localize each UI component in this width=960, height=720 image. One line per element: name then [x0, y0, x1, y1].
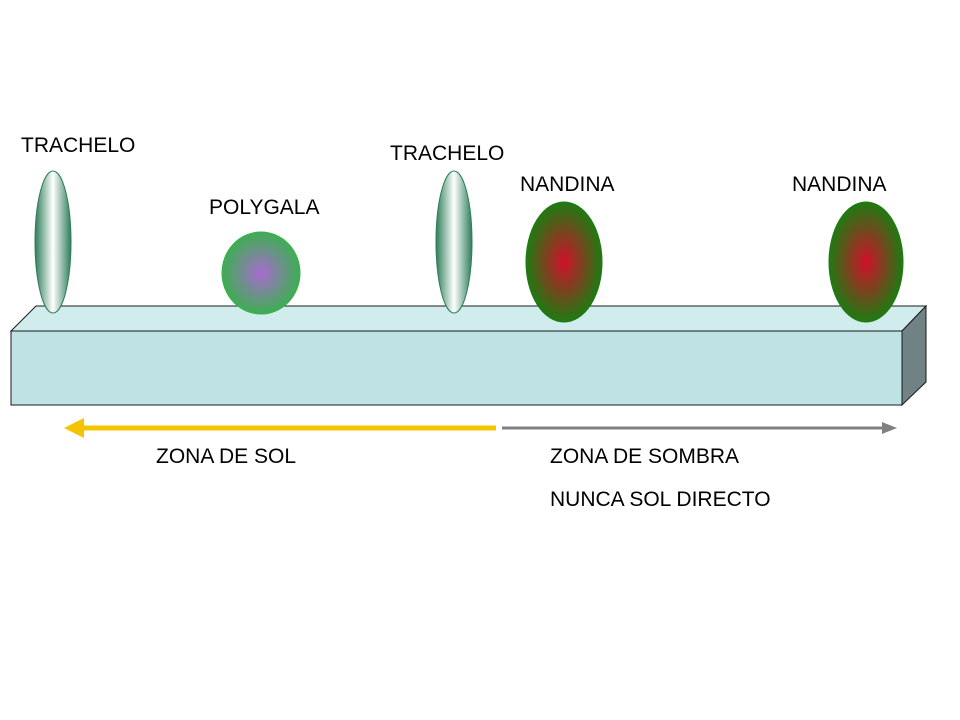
- planter-front: [10, 330, 903, 406]
- plant-label-nandina: NANDINA: [792, 173, 887, 196]
- plant-label-trachelo: TRACHELO: [390, 142, 504, 165]
- sun-arrow-head: [64, 418, 84, 438]
- plant-label-trachelo: TRACHELO: [21, 134, 135, 157]
- sun-zone-label: ZONA DE SOL: [156, 445, 296, 468]
- planter-top: [9, 305, 928, 332]
- trachelo-shape: [435, 170, 473, 314]
- plant-trachelo-2: TRACHELO: [390, 142, 504, 314]
- shade-zone-arrow: [502, 422, 897, 434]
- plant-trachelo-1: TRACHELO: [21, 134, 135, 314]
- plant-polygala: POLYGALA: [209, 196, 320, 315]
- nandina-shape: [525, 201, 603, 323]
- nandina-shape: [828, 201, 904, 323]
- plant-nandina-2: NANDINA: [792, 173, 904, 323]
- shade-arrow-head: [882, 422, 897, 434]
- plant-label-polygala: POLYGALA: [209, 196, 320, 219]
- plant-label-nandina: NANDINA: [520, 173, 615, 196]
- shade-zone-sublabel: NUNCA SOL DIRECTO: [550, 488, 771, 511]
- sun-zone-arrow: [64, 418, 496, 438]
- plant-nandina-1: NANDINA: [520, 173, 615, 323]
- shade-zone-label: ZONA DE SOMBRA: [550, 445, 739, 468]
- polygala-shape: [221, 231, 301, 315]
- trachelo-shape: [34, 170, 72, 314]
- planter-box: [9, 304, 928, 407]
